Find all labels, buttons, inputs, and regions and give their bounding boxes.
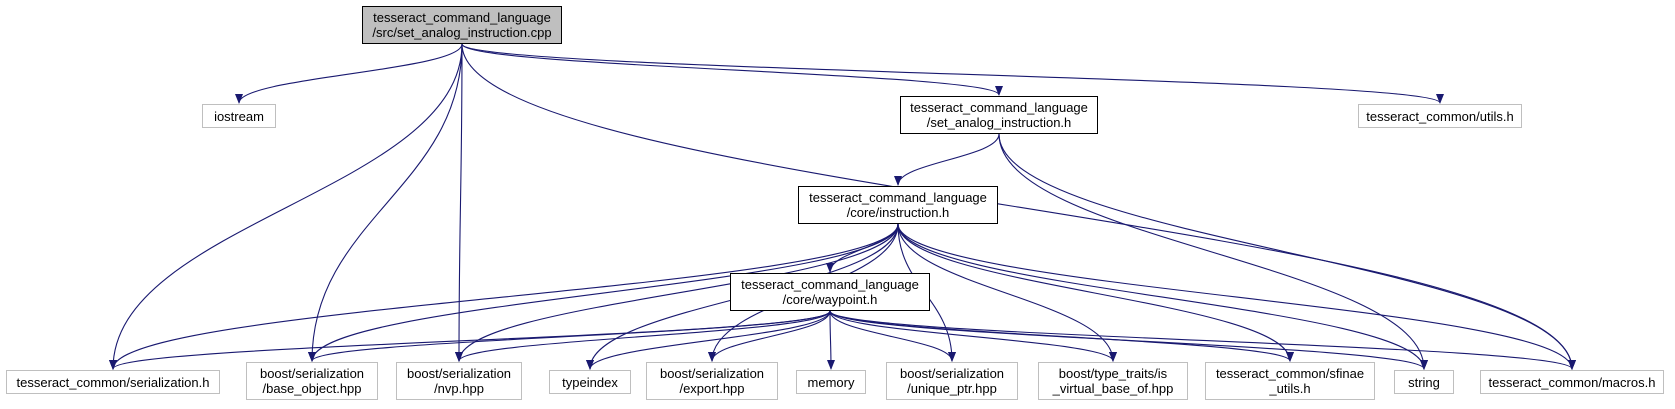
edge-root-to-iostream	[235, 43, 463, 104]
node-utils-h[interactable]: tesseract_common/utils.h	[1358, 104, 1522, 128]
edge-waypoint-h-to-nvp	[455, 310, 831, 362]
node-label-line: boost/serialization	[259, 366, 365, 381]
node-label-line: tesseract_command_language	[910, 100, 1088, 115]
edge-instruction-h-to-serialization-h	[109, 223, 899, 370]
edge-waypoint-h-to-memory	[826, 310, 835, 370]
edge-waypoint-h-to-serialization-h	[109, 310, 831, 370]
node-label-line: tesseract_command_language	[741, 277, 919, 292]
edge-root-to-base-object	[308, 43, 463, 362]
node-waypoint-h[interactable]: tesseract_command_language/core/waypoint…	[730, 273, 930, 311]
edge-waypoint-h-to-base-object	[308, 310, 831, 362]
edge-instruction-h-to-nvp	[455, 223, 899, 362]
edge-instruction-h-to-macros-h	[897, 223, 1576, 370]
node-label-line: typeindex	[562, 374, 618, 390]
node-export[interactable]: boost/serialization/export.hpp	[646, 362, 778, 400]
node-label-line: /nvp.hpp	[434, 381, 484, 396]
node-label-line: tesseract_common/sfinae	[1215, 366, 1365, 381]
edge-set-analog-h-to-string	[998, 133, 1428, 370]
node-iostream[interactable]: iostream	[202, 104, 276, 128]
edge-root-to-macros-h	[461, 43, 1576, 370]
node-label-line: boost/serialization	[899, 366, 1005, 381]
edge-instruction-h-to-base-object	[308, 223, 899, 362]
edge-root-to-nvp	[455, 43, 464, 362]
node-nvp[interactable]: boost/serialization/nvp.hpp	[396, 362, 522, 400]
node-label-line: _virtual_base_of.hpp	[1052, 381, 1174, 396]
edge-root-to-serialization-h	[109, 43, 463, 370]
edge-waypoint-h-to-export	[708, 310, 831, 362]
edge-instruction-h-to-sfinae	[897, 223, 1294, 362]
edge-waypoint-h-to-unique-ptr	[829, 310, 956, 362]
node-label-line: /src/set_analog_instruction.cpp	[372, 25, 552, 40]
edge-root-to-utils-h	[461, 43, 1444, 104]
edge-waypoint-h-to-virtual-base	[829, 310, 1117, 362]
edge-waypoint-h-to-macros-h	[829, 310, 1576, 370]
node-typeindex[interactable]: typeindex	[549, 370, 631, 394]
node-label-line: /base_object.hpp	[262, 381, 362, 396]
edge-instruction-h-to-string	[897, 223, 1428, 370]
node-label-line: /set_analog_instruction.h	[926, 115, 1072, 130]
node-label-line: string	[1408, 374, 1440, 390]
edge-instruction-h-to-virtual-base	[897, 223, 1117, 362]
node-string[interactable]: string	[1394, 370, 1454, 394]
node-instruction-h[interactable]: tesseract_command_language/core/instruct…	[798, 186, 998, 224]
node-label-line: tesseract_common/utils.h	[1366, 108, 1514, 124]
edge-root-to-set-analog-h	[461, 43, 1003, 96]
node-base-object[interactable]: boost/serialization/base_object.hpp	[246, 362, 378, 400]
node-label-line: boost/serialization	[659, 366, 765, 381]
node-label-line: tesseract_command_language	[373, 10, 551, 25]
node-memory[interactable]: memory	[796, 370, 866, 394]
node-label-line: tesseract_common/macros.h	[1488, 374, 1656, 390]
edge-waypoint-h-to-typeindex	[586, 310, 831, 370]
node-serialization-h[interactable]: tesseract_common/serialization.h	[6, 370, 220, 394]
node-label-line: boost/serialization	[406, 366, 512, 381]
edges-layer	[109, 43, 1576, 370]
node-label-line: tesseract_common/serialization.h	[16, 374, 210, 390]
node-label-line: _utils.h	[1269, 381, 1311, 396]
node-sfinae[interactable]: tesseract_common/sfinae_utils.h	[1205, 362, 1375, 400]
node-label-line: memory	[807, 374, 855, 390]
node-label-line: /unique_ptr.hpp	[907, 381, 997, 396]
node-label-line: /core/instruction.h	[846, 205, 950, 220]
node-virtual-base[interactable]: boost/type_traits/is_virtual_base_of.hpp	[1038, 362, 1188, 400]
edge-set-analog-h-to-instruction-h	[894, 133, 1000, 186]
node-label-line: iostream	[214, 108, 264, 124]
edge-waypoint-h-to-string	[829, 310, 1428, 370]
edge-waypoint-h-to-sfinae	[829, 310, 1294, 362]
node-set-analog-h[interactable]: tesseract_command_language/set_analog_in…	[900, 96, 1098, 134]
node-macros-h[interactable]: tesseract_common/macros.h	[1480, 370, 1664, 394]
node-label-line: tesseract_command_language	[809, 190, 987, 205]
node-label-line: /core/waypoint.h	[782, 292, 878, 307]
node-label-line: /export.hpp	[679, 381, 745, 396]
node-root[interactable]: tesseract_command_language/src/set_analo…	[362, 6, 562, 44]
node-label-line: boost/type_traits/is	[1058, 366, 1168, 381]
edge-set-analog-h-to-macros-h	[998, 133, 1576, 370]
node-unique-ptr[interactable]: boost/serialization/unique_ptr.hpp	[886, 362, 1018, 400]
